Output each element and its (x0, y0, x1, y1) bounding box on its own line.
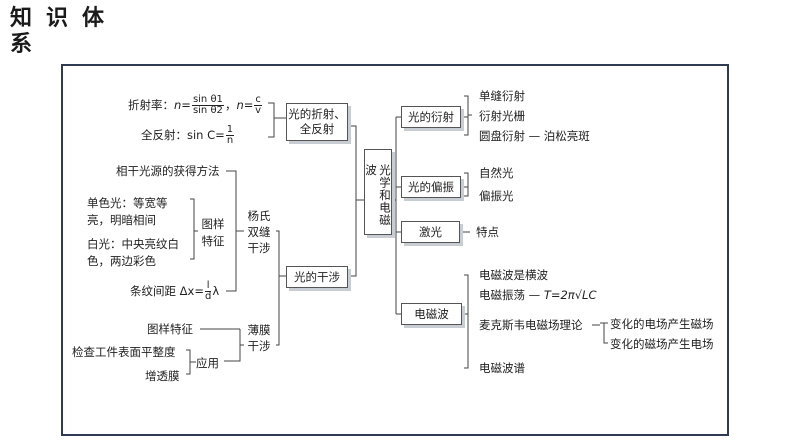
refraction-index2-lhs: n= (236, 98, 254, 112)
total-reflection-lhs: sin C= (187, 128, 225, 142)
diffraction-box: 光的衍射 (401, 106, 461, 128)
young-double-slit-box: 杨氏双缝干涉 (247, 209, 271, 255)
em-spectrum: 电磁波谱 (479, 361, 525, 375)
young-pattern-feature: 图样特征 (201, 217, 225, 248)
total-reflection-denominator: n (226, 135, 234, 146)
coherent-source-method: 相干光源的获得方法 (116, 164, 220, 178)
disc-diffraction: 圆盘衍射 — 泊松亮斑 (479, 129, 590, 143)
em-oscillation-label: 电磁振荡 — (479, 288, 544, 302)
fringe-spacing-numerator: l (204, 280, 212, 292)
thin-film-pattern-feature: 图样特征 (147, 322, 193, 336)
em-wave-box: 电磁波 (401, 303, 462, 325)
changing-magnetic-field: 变化的磁场产生电场 (610, 337, 714, 351)
fringe-spacing-label: 条纹间距 Δx= (130, 284, 204, 298)
single-slit-diffraction: 单缝衍射 (479, 89, 525, 103)
refraction-index-numerator: sin θ1 (191, 94, 224, 106)
application-antireflection: 增透膜 (145, 369, 180, 383)
application-flatness-check: 检查工件表面平整度 (72, 345, 176, 359)
monochromatic-pattern: 单色光：等宽等亮，明暗相间 (87, 196, 168, 227)
laser-features: 特点 (476, 225, 499, 239)
application-label: 应用 (196, 356, 219, 370)
em-oscillation: 电磁振荡 — T=2π√LC (479, 288, 596, 302)
em-transverse-wave: 电磁波是横波 (479, 268, 548, 282)
refraction-index-denominator: sin θ2 (192, 105, 223, 116)
mind-map-panel (61, 64, 729, 436)
refraction-index2-numerator: c (254, 94, 262, 106)
polarization-box: 光的偏振 (401, 176, 461, 198)
refraction-index2-denominator: v (255, 105, 262, 116)
fringe-spacing-tail: λ (212, 284, 220, 298)
total-reflection-label: 全反射： (141, 128, 187, 142)
laser-box: 激光 (401, 221, 460, 243)
thin-film-box: 薄膜干涉 (247, 323, 271, 353)
fringe-spacing-denominator: d (204, 291, 212, 302)
changing-electric-field: 变化的电场产生磁场 (610, 317, 714, 331)
center-topic-box: 光学和电磁波 (364, 149, 392, 235)
refraction-box: 光的折射、全反射 (286, 103, 348, 141)
total-reflection-numerator: 1 (225, 124, 235, 136)
maxwell-theory: 麦克斯韦电磁场理论 (479, 318, 583, 332)
em-oscillation-formula: T=2π√LC (543, 288, 597, 302)
white-light-pattern: 白光：中央亮纹白色，两边彩色 (87, 237, 179, 268)
natural-light: 自然光 (479, 166, 514, 180)
polarized-light: 偏振光 (479, 189, 514, 203)
interference-box: 光的干涉 (286, 266, 348, 288)
page-title: 知识体系 (10, 6, 119, 57)
refraction-index-lhs: n= (174, 98, 191, 112)
center-topic-label: 光学和电磁波 (364, 164, 392, 227)
diffraction-grating: 衍射光栅 (479, 109, 525, 123)
refraction-index-label: 折射率： (128, 98, 174, 112)
